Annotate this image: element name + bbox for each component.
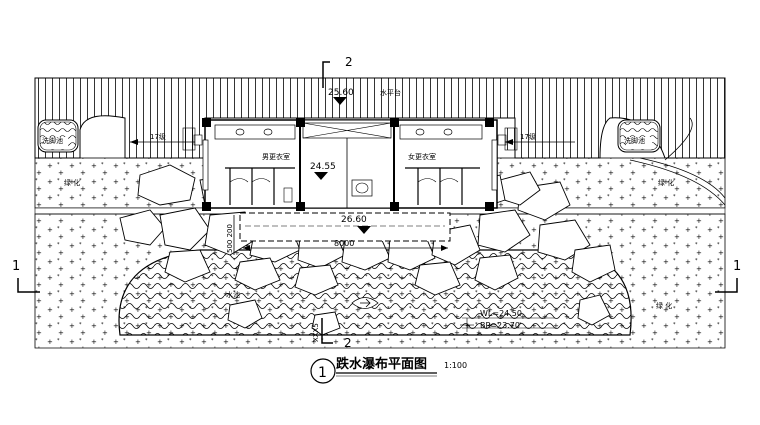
elev-room-label: 24.55	[310, 162, 336, 172]
water-level-marker	[460, 317, 555, 332]
section-marker-left: 1	[12, 259, 40, 293]
washpool-left-label: 洗脚池	[42, 136, 63, 145]
green-right-label: 绿 化	[658, 178, 674, 187]
section-label-right: 1	[733, 259, 741, 274]
stairs-left	[130, 127, 196, 151]
elev-marker-room	[314, 172, 328, 180]
bottom-level-label: BP=23.70	[480, 321, 520, 330]
title-number: 1	[318, 365, 327, 381]
dim-8000-label: 8000	[334, 239, 354, 248]
green-left-label: 绿 化	[64, 178, 80, 187]
womens-room-label: 女更衣室	[408, 152, 436, 161]
section-marker-top: 2	[322, 55, 353, 88]
elev-weir-label: 26.60	[341, 215, 367, 225]
title-scale: 1:100	[444, 361, 467, 370]
section-label-bottom: 2	[344, 336, 352, 350]
waterfall-direction	[351, 297, 379, 309]
dim-pond-label: XXX5	[312, 323, 320, 342]
pond-label: 水池	[226, 290, 240, 299]
dim-vertical-label: 500 200	[226, 224, 234, 253]
section-marker-right: 1	[715, 259, 741, 293]
elev-platform-label: 25.60	[328, 88, 354, 98]
drawing-title: 1 跌水瀑布平面图 1:100	[310, 356, 467, 384]
wash-pool-right	[617, 119, 661, 153]
changing-building	[193, 118, 507, 211]
elev-marker-platform	[333, 97, 347, 105]
steps-right-label: 17级	[520, 132, 536, 141]
platform-label: 水平台	[380, 88, 401, 97]
elev-marker-weir	[357, 226, 371, 234]
green-bottom-right-label: 绿 化	[656, 301, 672, 310]
title-text: 跌水瀑布平面图	[336, 356, 427, 372]
wash-pool-left	[37, 119, 79, 153]
steps-left-label: 17级	[150, 132, 166, 141]
section-marker-bottom: 2	[321, 318, 352, 350]
washpool-right-label: 洗脚池	[624, 136, 645, 145]
section-label-top: 2	[345, 55, 353, 69]
stairs-right	[504, 127, 575, 151]
waterfall-weir	[233, 212, 451, 255]
water-level-label: WL=24.50	[480, 309, 522, 318]
mens-room-label: 男更衣室	[262, 152, 290, 161]
section-label-left: 1	[12, 259, 20, 274]
